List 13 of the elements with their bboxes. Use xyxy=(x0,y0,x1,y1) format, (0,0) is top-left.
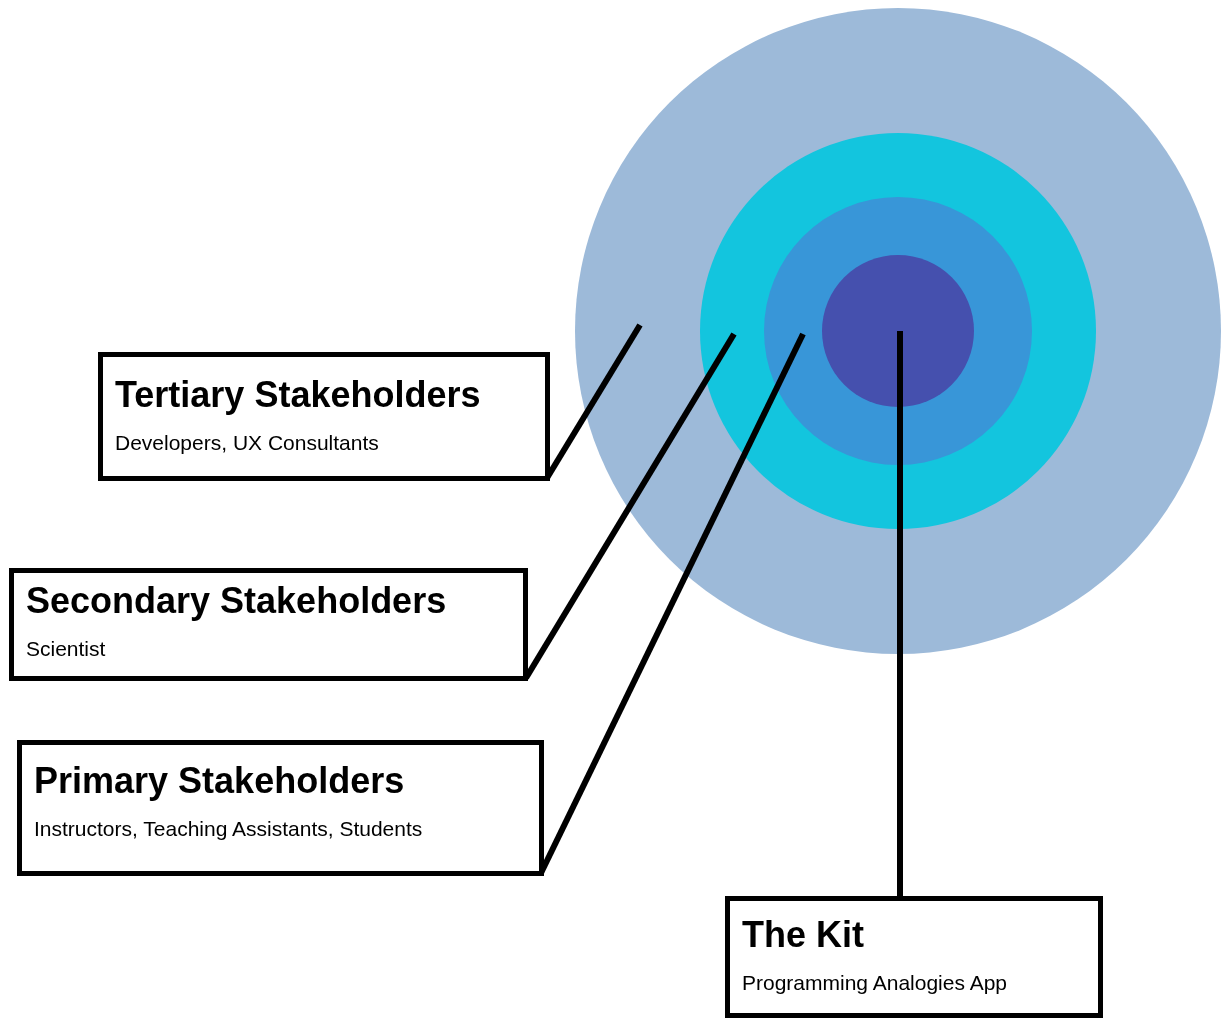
description-text: Developers, UX Consultants xyxy=(115,430,380,456)
leader-line xyxy=(897,331,903,898)
label-box xyxy=(9,568,528,681)
label-box xyxy=(98,352,550,481)
heading-text: Tertiary Stakeholders xyxy=(115,373,482,417)
heading-text: Primary Stakeholders xyxy=(34,759,406,803)
heading-text: The Kit xyxy=(742,913,865,957)
description-text: Programming Analogies App xyxy=(742,970,1008,996)
description-text: Instructors, Teaching Assistants, Students xyxy=(34,816,424,842)
heading-text: Secondary Stakeholders xyxy=(26,579,448,623)
label-box xyxy=(725,896,1103,1018)
description-text: Scientist xyxy=(26,636,107,662)
label-box xyxy=(17,740,544,876)
